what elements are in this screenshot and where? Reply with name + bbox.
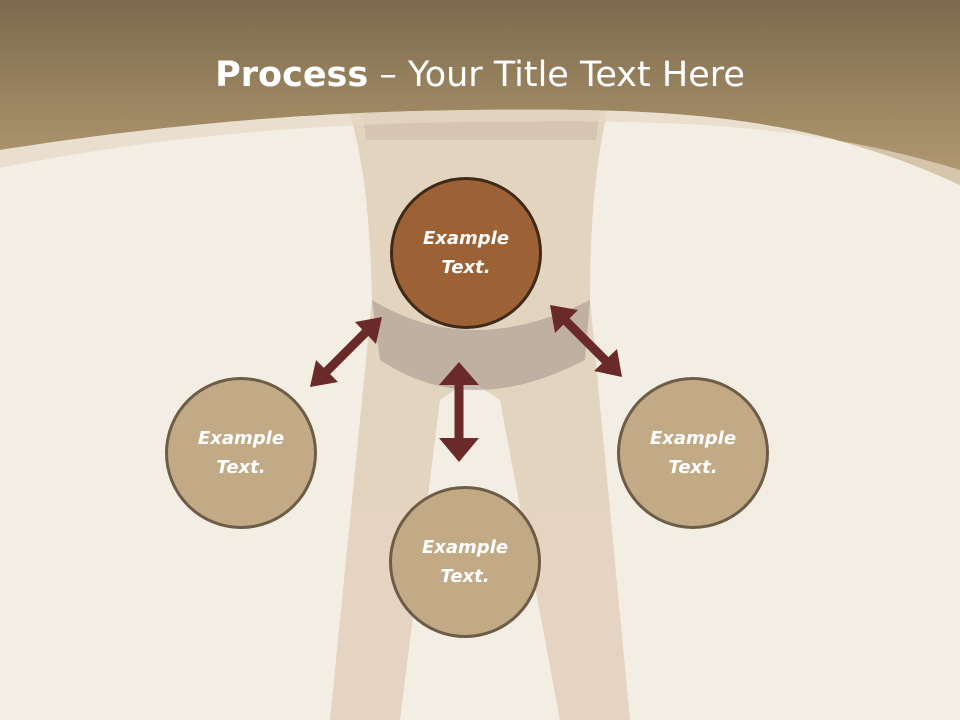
node-right-label: Example Text. — [649, 428, 737, 478]
arrow-center-left — [310, 317, 382, 387]
title-bold: Process — [215, 55, 369, 95]
header-banner — [0, 0, 960, 185]
node-left-label: Example Text. — [197, 428, 285, 478]
title-rest: Your Title Text Here — [407, 55, 745, 95]
node-center-label: Example Text. — [422, 228, 510, 278]
node-bottom-label: Example Text. — [421, 537, 509, 587]
arrow-center-right — [550, 305, 622, 377]
slide-title: Process – Your Title Text Here — [0, 50, 960, 100]
arrow-center-bottom — [439, 362, 479, 462]
node-left: Example Text. — [165, 377, 317, 529]
title-dash: – — [368, 55, 408, 95]
node-center: Example Text. — [390, 177, 542, 329]
node-right: Example Text. — [617, 377, 769, 529]
banner-swoosh — [0, 109, 960, 185]
node-bottom: Example Text. — [389, 486, 541, 638]
